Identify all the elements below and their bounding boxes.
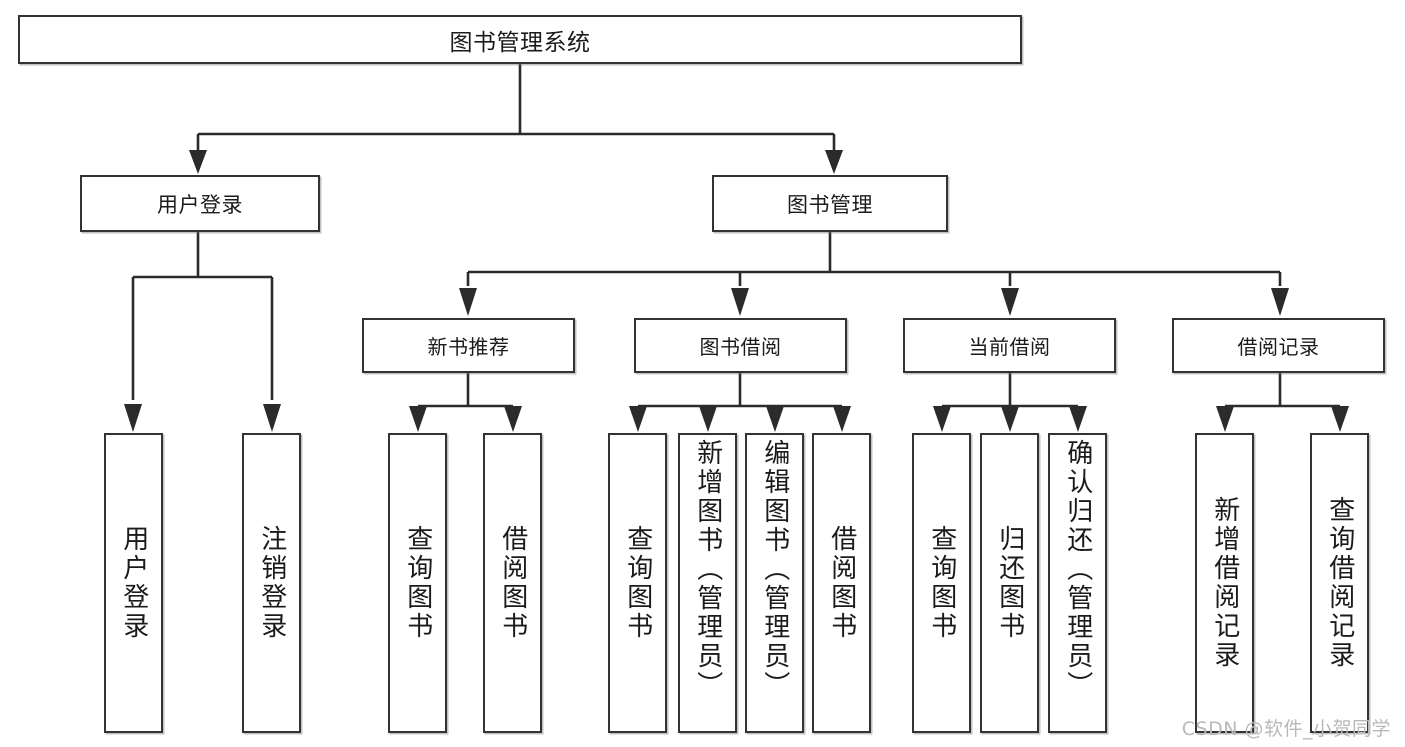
node-book-borrow[interactable]: 图书借阅 bbox=[634, 318, 847, 373]
leaf-borrow-book-recommend[interactable]: 借阅图书 bbox=[483, 433, 542, 733]
leaf-edit-book-admin[interactable]: 编辑图书（管理员） bbox=[745, 433, 804, 733]
leaf-user-login[interactable]: 用户登录 bbox=[104, 433, 163, 733]
leaf-return-book[interactable]: 归还图书 bbox=[980, 433, 1039, 733]
node-current-borrow[interactable]: 当前借阅 bbox=[903, 318, 1116, 373]
arrowhead-leaf-1 bbox=[263, 404, 281, 432]
node-book-management[interactable]: 图书管理 bbox=[712, 175, 948, 232]
node-label: 用户登录 bbox=[118, 525, 149, 641]
arrowhead-leaf-4 bbox=[629, 406, 647, 432]
node-label: 查询图书 bbox=[402, 525, 433, 641]
node-label: 确认归还（管理员） bbox=[1062, 439, 1093, 700]
arrowhead-sub-1 bbox=[731, 288, 749, 316]
node-label: 借阅图书 bbox=[826, 525, 857, 641]
node-label: 图书管理系统 bbox=[449, 29, 591, 56]
node-label: 归还图书 bbox=[994, 525, 1025, 641]
arrowhead-sub-3 bbox=[1271, 288, 1289, 316]
node-label: 查询图书 bbox=[926, 525, 957, 641]
arrowhead-leaf-11 bbox=[1216, 406, 1234, 432]
node-root-book-management-system[interactable]: 图书管理系统 bbox=[18, 15, 1022, 64]
arrowhead-leaf-3 bbox=[504, 406, 522, 432]
node-label: 借阅记录 bbox=[1237, 335, 1320, 359]
arrowhead-leaf-7 bbox=[833, 406, 851, 432]
arrowhead-leaf-10 bbox=[1069, 406, 1087, 432]
arrowhead-book-mgmt bbox=[825, 150, 843, 174]
arrowhead-leaf-2 bbox=[409, 406, 427, 432]
node-label: 新增借阅记录 bbox=[1209, 496, 1240, 670]
node-label: 借阅图书 bbox=[497, 525, 528, 641]
leaf-query-book-borrow[interactable]: 查询图书 bbox=[608, 433, 667, 733]
arrowhead-leaf-8 bbox=[933, 406, 951, 432]
arrowhead-sub-0 bbox=[459, 288, 477, 316]
leaf-query-borrow-record[interactable]: 查询借阅记录 bbox=[1310, 433, 1369, 733]
leaf-borrow-book[interactable]: 借阅图书 bbox=[812, 433, 871, 733]
node-label: 编辑图书（管理员） bbox=[759, 439, 790, 700]
watermark: CSDN @软件_小贺同学 bbox=[1181, 718, 1391, 740]
node-label: 注销登录 bbox=[256, 525, 287, 641]
leaf-add-borrow-record[interactable]: 新增借阅记录 bbox=[1195, 433, 1254, 733]
node-label: 查询借阅记录 bbox=[1324, 496, 1355, 670]
node-label: 用户登录 bbox=[157, 192, 243, 217]
arrowhead-leaf-6 bbox=[766, 406, 784, 432]
node-label: 图书借阅 bbox=[699, 335, 782, 359]
arrowhead-leaf-9 bbox=[1001, 406, 1019, 432]
node-new-book-recommend[interactable]: 新书推荐 bbox=[362, 318, 575, 373]
arrowhead-leaf-5 bbox=[699, 406, 717, 432]
leaf-query-book-current[interactable]: 查询图书 bbox=[912, 433, 971, 733]
node-user-login[interactable]: 用户登录 bbox=[80, 175, 320, 232]
leaf-add-book-admin[interactable]: 新增图书（管理员） bbox=[678, 433, 737, 733]
node-label: 当前借阅 bbox=[968, 335, 1051, 359]
leaf-logout[interactable]: 注销登录 bbox=[242, 433, 301, 733]
node-label: 图书管理 bbox=[787, 192, 873, 217]
leaf-query-book-recommend[interactable]: 查询图书 bbox=[388, 433, 447, 733]
node-borrow-record[interactable]: 借阅记录 bbox=[1172, 318, 1385, 373]
node-label: 新增图书（管理员） bbox=[692, 439, 723, 700]
leaf-confirm-return-admin[interactable]: 确认归还（管理员） bbox=[1048, 433, 1107, 733]
arrowhead-leaf-0 bbox=[124, 404, 142, 432]
arrowhead-sub-2 bbox=[1001, 288, 1019, 316]
node-label: 新书推荐 bbox=[427, 335, 510, 359]
node-label: 查询图书 bbox=[622, 525, 653, 641]
arrowhead-leaf-12 bbox=[1331, 406, 1349, 432]
arrowhead-user-login bbox=[189, 150, 207, 174]
